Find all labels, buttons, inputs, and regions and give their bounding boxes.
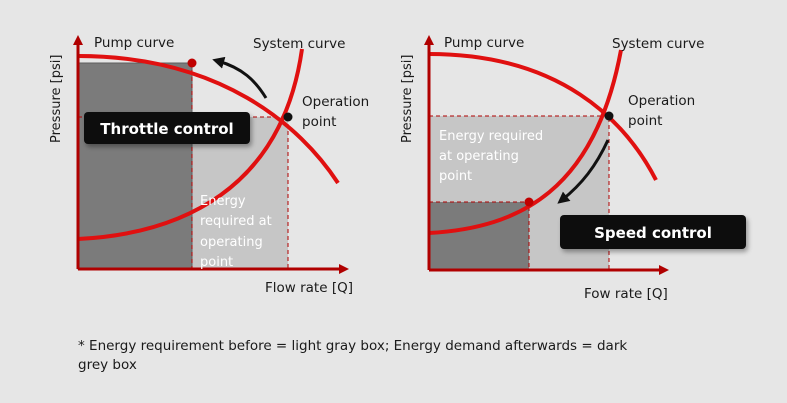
pump-curve — [77, 54, 340, 185]
dark-energy-box — [78, 63, 192, 269]
new-operation-point — [524, 197, 534, 207]
pump-curve — [428, 52, 658, 181]
energy-label-line3: point — [439, 169, 472, 184]
y-axis-label: Pressure [psi] — [400, 55, 415, 143]
operation-point-marker — [604, 111, 614, 121]
throttle-control-panel: Pump curve System curve Operation point … — [49, 35, 369, 296]
throttle-control-badge — [84, 112, 250, 144]
speed-control-badge-label: Speed control — [594, 224, 712, 242]
new-operation-point — [187, 58, 197, 68]
system-curve — [77, 48, 304, 241]
system-curve-label: System curve — [253, 36, 345, 52]
operation-point-label-line2: point — [628, 113, 662, 129]
speed-control-panel: Pump curve System curve Operation point … — [400, 35, 746, 302]
operation-point-label-line1: Operation — [628, 93, 695, 109]
footnote: * Energy requirement before = light gray… — [78, 338, 628, 373]
x-axis-label: Fow rate [Q] — [584, 286, 668, 302]
energy-label-line1: Energy — [200, 194, 246, 209]
operation-point-label-line1: Operation — [302, 94, 369, 110]
energy-label-line1: Energy required — [439, 129, 543, 144]
operation-point-marker — [283, 112, 293, 122]
energy-label-line3: operating — [200, 235, 263, 250]
energy-label-line4: point — [200, 255, 233, 270]
shift-arrow — [212, 56, 268, 99]
energy-label-line2: required at — [200, 214, 272, 229]
operation-point-label-line2: point — [302, 114, 336, 130]
pump-curve-label: Pump curve — [444, 35, 524, 51]
speed-control-badge — [560, 215, 746, 249]
system-curve — [428, 49, 623, 235]
throttle-control-badge-label: Throttle control — [100, 120, 233, 138]
pump-curve-label: Pump curve — [94, 35, 174, 51]
shift-arrow — [557, 139, 610, 204]
energy-label-line2: at operating — [439, 149, 519, 164]
x-axis-label: Flow rate [Q] — [265, 280, 353, 296]
y-axis-label: Pressure [psi] — [49, 55, 64, 143]
system-curve-label: System curve — [612, 36, 704, 52]
